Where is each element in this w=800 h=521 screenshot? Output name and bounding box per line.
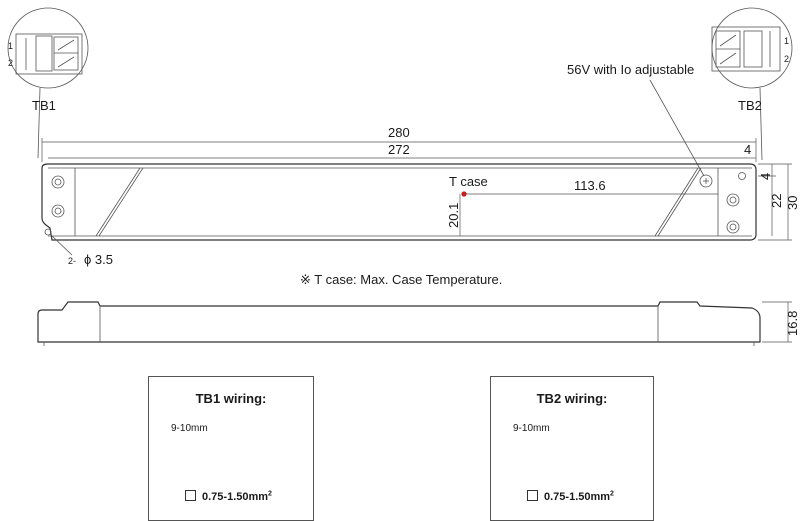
tb2-wiring-title: TB2 wiring: <box>536 391 608 406</box>
tb2-wiring-box: TB2 wiring: 9-10mm 0.75-1.50mm2 <box>490 376 654 521</box>
side-view <box>37 301 761 346</box>
tb2-checkbox[interactable] <box>527 490 538 501</box>
tb1-pin1: 1 <box>8 41 13 51</box>
dim-end-offset: 4 <box>744 142 751 157</box>
dim-mount-length: 272 <box>388 142 410 157</box>
tb2-label: TB2 <box>738 98 762 113</box>
top-view <box>41 163 757 241</box>
dim-tcase-y: 20.1 <box>446 203 461 228</box>
tb2-pin1: 1 <box>784 36 789 46</box>
hole-count: 2- <box>68 256 76 266</box>
tb1-checkbox[interactable] <box>185 490 196 501</box>
tb1-detail: 1 2 TB1 <box>7 7 89 159</box>
tb1-strip-length: 9-10mm <box>171 423 208 434</box>
tb2-wire-gauge: 0.75-1.50mm2 <box>527 490 614 503</box>
dim-width: 30 <box>785 196 800 210</box>
dim-hole-span: 22 <box>769 194 784 208</box>
adjust-label: 56V with Io adjustable <box>567 62 694 77</box>
tcase-note: ※ T case: Max. Case Temperature. <box>300 272 502 287</box>
tb1-wiring-box: TB1 wiring: 9-10mm 0.75-1.50mm2 <box>148 376 314 521</box>
tb1-wire-gauge: 0.75-1.50mm2 <box>185 490 272 503</box>
dim-overall-length: 280 <box>388 125 410 140</box>
top-dimensions: 280 272 4 113.6 20.1 T case 30 22 4 <box>41 125 800 241</box>
hole-diameter: ϕ 3.5 <box>84 252 113 267</box>
tb2-pin2: 2 <box>784 54 789 64</box>
tb1-label: TB1 <box>32 98 56 113</box>
tb2-detail: 1 2 TB2 <box>711 7 793 161</box>
side-dimensions: 16.8 <box>762 301 800 343</box>
dim-tcase-x: 113.6 <box>574 178 606 193</box>
tb1-wiring-title: TB1 wiring: <box>195 391 267 406</box>
tcase-label: T case <box>449 174 488 189</box>
tb1-pin2: 2 <box>8 58 13 68</box>
dim-hole-offset: 4 <box>758 173 773 180</box>
tb2-strip-length: 9-10mm <box>513 423 550 434</box>
dim-height: 16.8 <box>785 311 800 336</box>
